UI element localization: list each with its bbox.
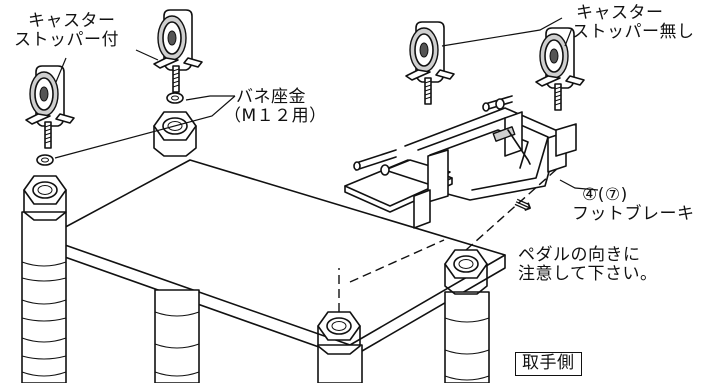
- foot-brake-label: ④(⑦) フットブレーキ: [572, 186, 695, 224]
- pole-right: [444, 291, 490, 383]
- alignment-line-right: [465, 167, 559, 251]
- caster-no-stopper-label: キャスター ストッパー無し: [572, 4, 695, 42]
- caster-no-stopper-left: [405, 21, 455, 105]
- spring-washer-line2: （M１２用）: [224, 106, 327, 126]
- foot-brake-line1: ④(⑦): [582, 185, 628, 205]
- pedal-note-line1: ペダルの向きに: [518, 245, 641, 265]
- hex-nut-back: [153, 111, 197, 157]
- caster-with-stopper-left: [25, 65, 75, 149]
- spring-washer-line1: バネ座金: [236, 87, 306, 107]
- caster-no-stopper-line2: ストッパー無し: [572, 22, 695, 42]
- foot-brake-assembly: [344, 95, 577, 229]
- pedal-note: ペダルの向きに 注意して下さい。: [518, 246, 658, 284]
- leader-lines: [54, 17, 599, 191]
- caster-with-stopper-line2: ストッパー付: [14, 30, 119, 50]
- pole-middle: [154, 289, 200, 383]
- hex-nut-left: [23, 175, 67, 221]
- caster-with-stopper-line1: キャスター: [28, 11, 116, 31]
- foot-brake-line2: フットブレーキ: [572, 204, 695, 224]
- caster-with-stopper-label: キャスター ストッパー付: [14, 12, 119, 50]
- handle-side-label: 取手側: [515, 352, 582, 376]
- spring-washer-upper: [166, 92, 184, 104]
- alignment-line-diagonal: [349, 239, 445, 283]
- hex-nut-right: [444, 249, 488, 295]
- caster-with-stopper-back: [153, 9, 203, 93]
- pole-front-left: [21, 211, 67, 383]
- spring-washer-label: バネ座金 （M１２用）: [224, 87, 327, 126]
- pedal-note-line2: 注意して下さい。: [518, 264, 658, 284]
- hex-nut-front: [317, 311, 361, 355]
- caster-no-stopper-line1: キャスター: [576, 3, 664, 23]
- spring-washer-lower: [36, 154, 54, 166]
